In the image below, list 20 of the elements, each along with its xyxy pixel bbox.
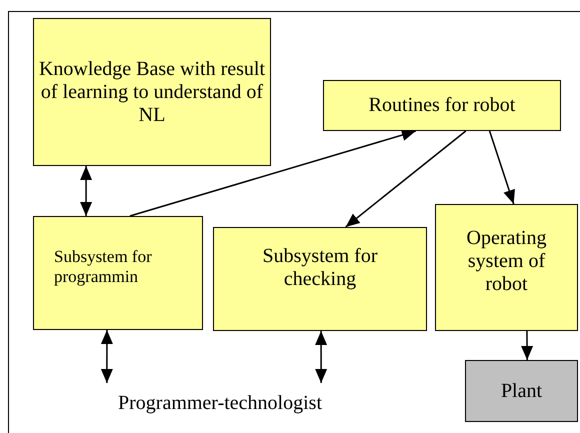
node-label: Plant bbox=[500, 380, 542, 402]
node-label: Knowledge Base with result of learning to understand of NL bbox=[38, 58, 266, 126]
process-box bbox=[435, 204, 578, 331]
arrow bbox=[100, 330, 113, 383]
arrow bbox=[315, 331, 328, 383]
arrow bbox=[130, 129, 416, 217]
process-box bbox=[33, 216, 203, 330]
node-label: Operating system of robot bbox=[466, 227, 548, 296]
knowledge-base-box bbox=[33, 18, 271, 166]
process-box bbox=[213, 227, 427, 331]
process-box bbox=[323, 80, 561, 131]
plant-box bbox=[465, 360, 578, 422]
arrow bbox=[345, 130, 466, 228]
node-label: Subsystem for checking bbox=[262, 245, 378, 291]
node-label: Routines for robot bbox=[368, 94, 516, 117]
node-label: Subsystem for programmin bbox=[54, 247, 153, 287]
arrow bbox=[521, 331, 534, 360]
actor-label: Programmer-technologist bbox=[118, 392, 322, 415]
arrow bbox=[488, 130, 515, 204]
arrow bbox=[80, 166, 92, 216]
